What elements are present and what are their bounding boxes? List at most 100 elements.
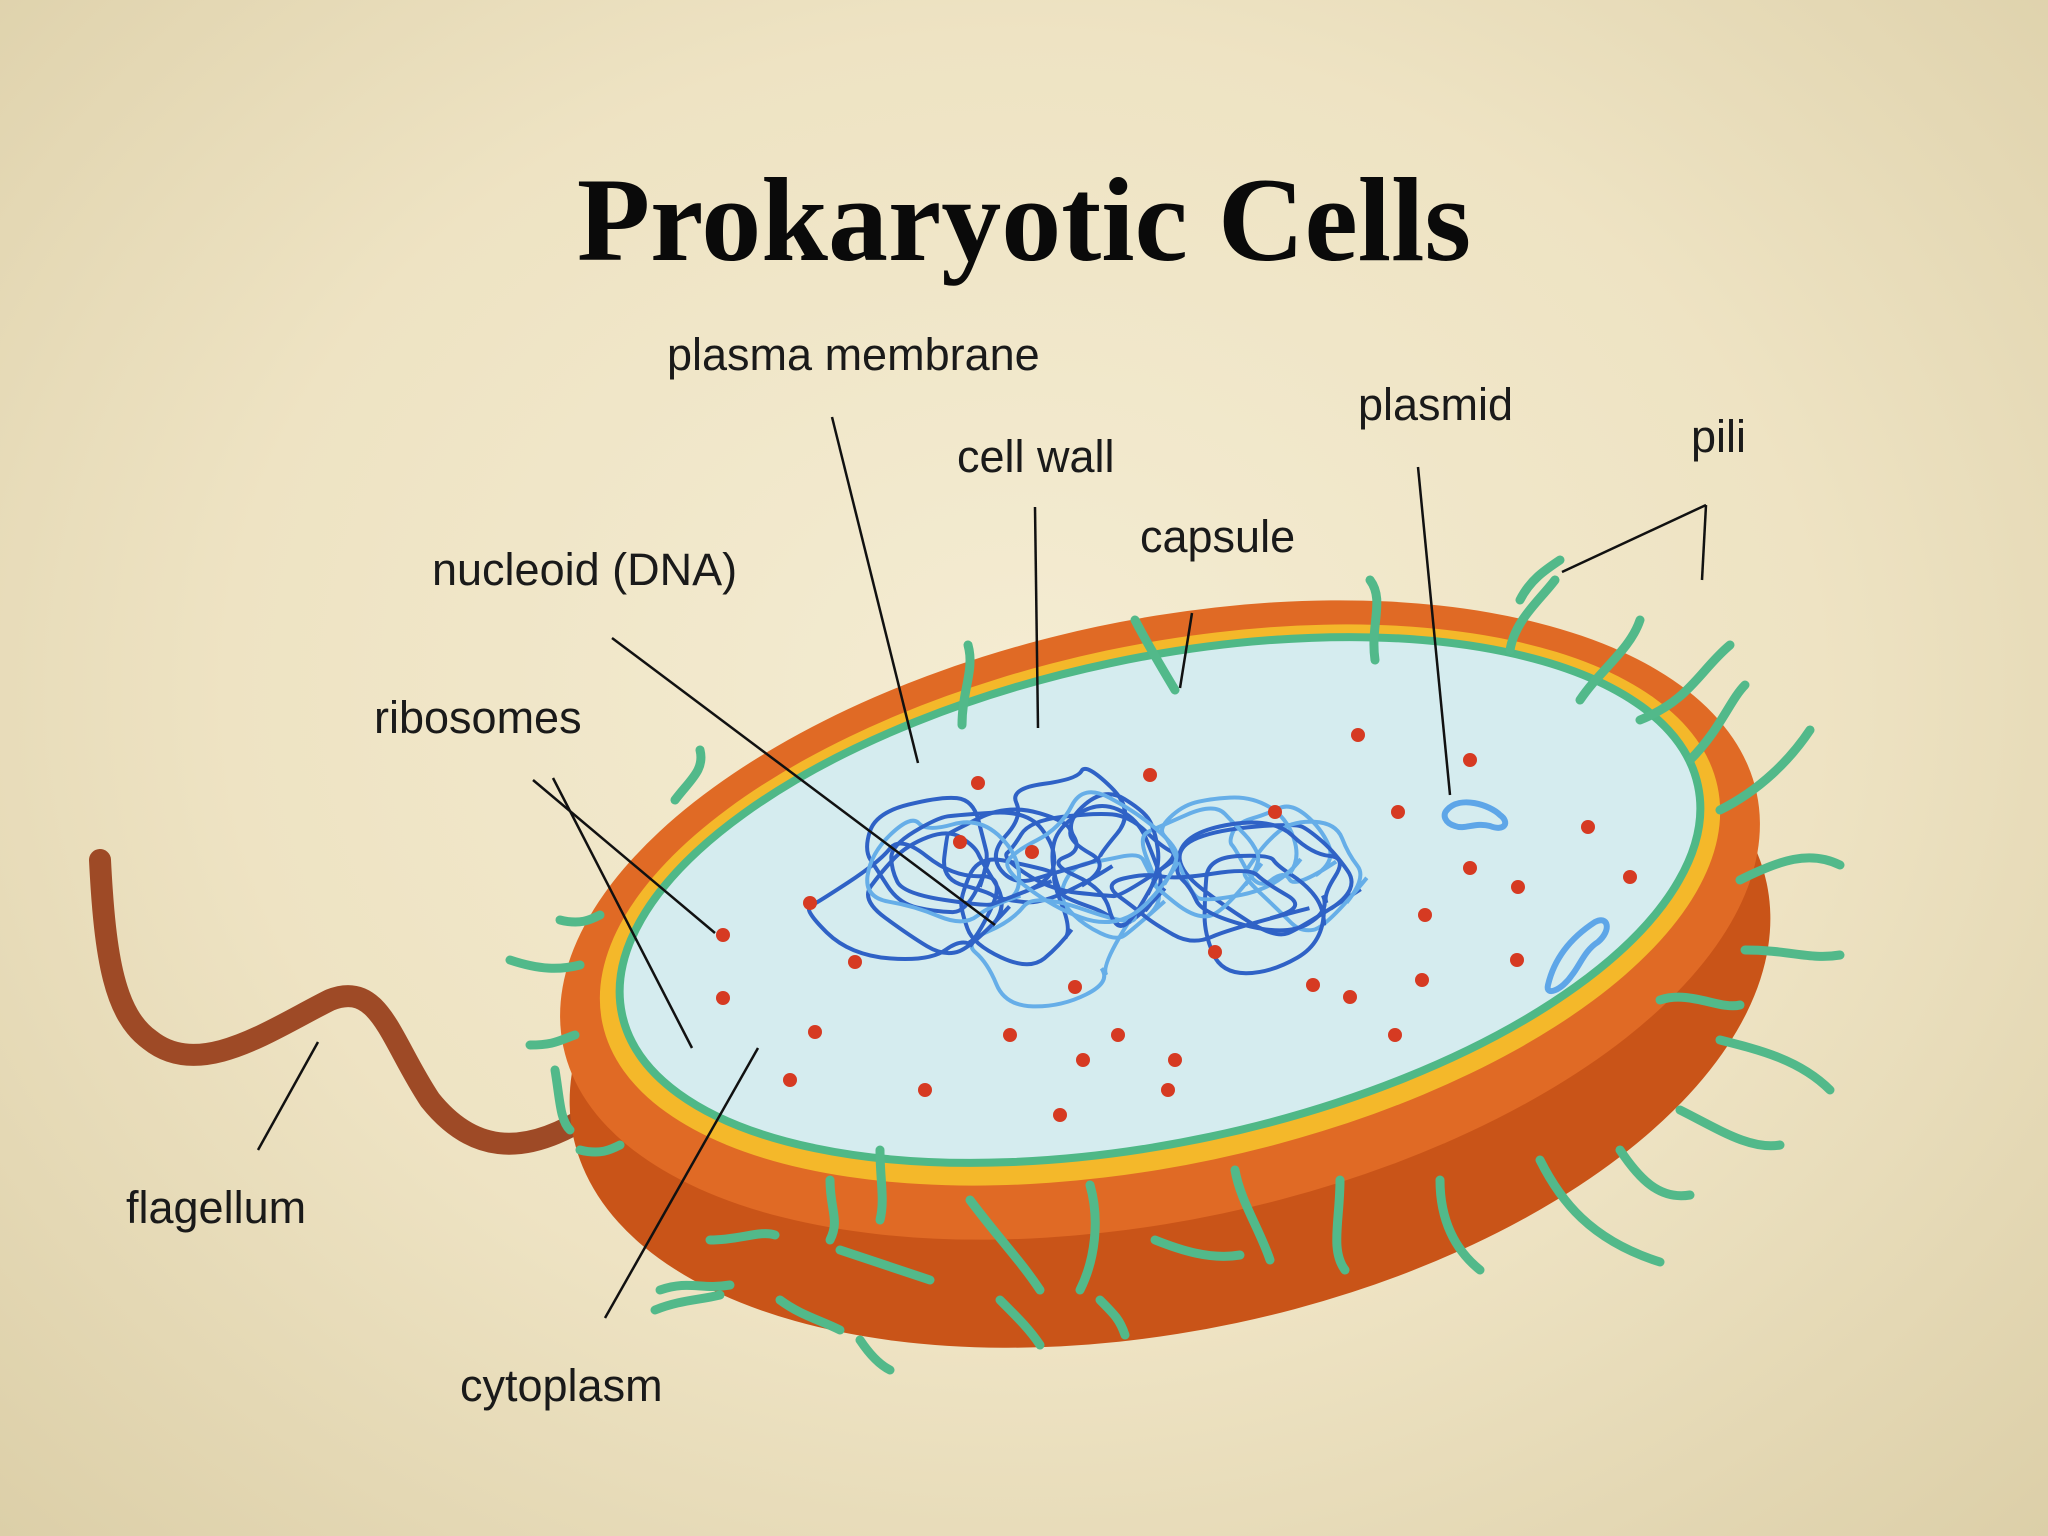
pilus [525,1030,580,1050]
leader-ribosomes-1 [532,779,716,934]
pilus [965,1195,1045,1295]
ribosome [783,1073,797,1087]
pilus [650,1290,725,1315]
pilus [1515,555,1565,605]
leader-lines [256,416,1708,1319]
label-plasmid: plasmid [1358,379,1513,430]
pilus [1715,725,1815,815]
ribosome [1510,953,1524,967]
dna-strand [1202,853,1327,976]
label-flagellum: flagellum [126,1182,306,1233]
ribosome [716,928,730,942]
ribosome [1003,1028,1017,1042]
leader-pili-1 [1561,503,1707,574]
pilus [1435,1175,1485,1275]
ribosome [808,1025,822,1039]
leader-pili-2 [1700,504,1708,581]
pilus [575,1140,625,1157]
ribosome [953,835,967,849]
label-cytoplasm: cytoplasm [460,1360,663,1411]
ribosome [1623,870,1637,884]
ribosome [971,776,985,790]
ribosome [1068,980,1082,994]
ribosome [1463,753,1477,767]
ribosome [848,955,862,969]
pilus [1735,853,1845,885]
pilus [505,955,585,973]
ribosomes [716,728,1637,1122]
leader-cytoplasm [603,1047,760,1319]
dna-strand [1177,823,1362,937]
dna-strand [1050,804,1167,928]
pilus [1575,615,1645,705]
pilus [835,1245,935,1285]
pilus [670,745,706,805]
pilus [1615,1145,1695,1201]
pilus [555,910,605,927]
leader-plasmid [1416,466,1452,796]
ribosome [1388,1028,1402,1042]
pilus [1130,615,1180,695]
pilus [1635,640,1735,725]
pilus [1230,1165,1275,1265]
flagellum [89,849,601,1155]
pilus [1332,1175,1350,1275]
plasmid-2 [1544,917,1610,995]
leader-capsule [1178,612,1194,689]
leader-flagellum [256,1041,320,1151]
ribosome [1053,1108,1067,1122]
pilus [1655,992,1745,1011]
dna-strand [1140,806,1264,919]
dna-strand [889,810,1057,907]
label-capsule: capsule [1140,511,1295,562]
ribosome [1415,973,1429,987]
pilus [1715,1035,1835,1095]
label-ribosomes: ribosomes [374,692,582,743]
ribosome [1111,1028,1125,1042]
dna-strand [1109,869,1310,943]
pilus [1740,945,1845,961]
pilus [957,640,975,730]
leader-ribosomes-2 [551,777,694,1049]
pilus [655,1280,735,1295]
pilus [705,1229,780,1245]
pilus [875,1145,887,1225]
label-pili: pili [1691,411,1746,462]
dna-strand [1059,853,1167,940]
dna-strand [806,841,999,962]
ribosome [1143,768,1157,782]
pili [505,555,1845,1375]
dna-strand [1005,790,1181,925]
ribosome [1511,880,1525,894]
ribosome [716,991,730,1005]
pilus [1075,1180,1100,1295]
dna-strand [1175,820,1342,933]
pilus [825,1175,839,1245]
pilus [1685,680,1750,765]
pilus [1505,575,1560,655]
ribosome [1418,908,1432,922]
ribosome [1268,805,1282,819]
dna-strand [1004,811,1182,899]
ribosome [918,1083,932,1097]
pilus [995,1295,1045,1350]
pilus [1535,1155,1665,1267]
leader-plasma-membrane [830,416,920,764]
pilus [1150,1235,1245,1261]
ribosome [1168,1053,1182,1067]
dna-strand [865,818,1022,924]
plasmid [1441,799,1509,831]
ribosome [1076,1053,1090,1067]
leader-nucleoid [611,636,996,927]
pilus [550,1065,575,1135]
pilus [1095,1295,1130,1340]
pilus [1365,575,1382,665]
slide-title: Prokaryotic Cells [576,153,1472,286]
ribosome [1161,1083,1175,1097]
leader-cell-wall [1033,506,1040,729]
ribosome [803,896,817,910]
ribosome [1351,728,1365,742]
ribosome [1391,805,1405,819]
